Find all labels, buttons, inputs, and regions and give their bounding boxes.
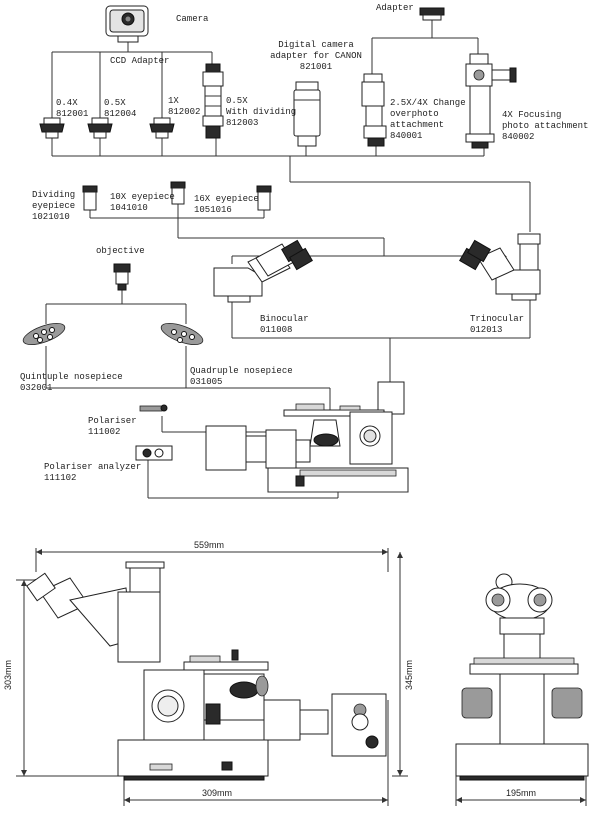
ccd-adapter-05x-icon xyxy=(87,117,113,139)
eyepiece-10x-label: 10X eyepiece 1041010 xyxy=(110,192,175,213)
ccd-adapter-05x-label: 0.5X 812004 xyxy=(104,98,137,119)
focusing-photo-label: 4X Focusing photo attachment 840002 xyxy=(502,110,589,142)
ccd-adapter-04x-label: 0.4X 812001 xyxy=(56,98,89,119)
change-overphoto-label: 2.5X/4X Change overphoto attachment 8400… xyxy=(390,98,466,141)
width-dimension: 195mm xyxy=(506,788,537,798)
polariser-label: Polariser 111002 xyxy=(88,416,137,437)
trinocular-label: Trinocular 012013 xyxy=(470,314,525,335)
trinocular-head-icon xyxy=(459,233,541,301)
microscope-front-view xyxy=(455,573,589,781)
eyepiece-16x-label: 16X eyepiece 1051016 xyxy=(194,194,259,215)
eyepiece-10x-icon xyxy=(170,181,186,205)
focusing-photo-attachment-icon xyxy=(465,53,517,149)
quintuple-nosepiece-label: Quintuple nosepiece 032001 xyxy=(20,372,123,393)
adapter-icon xyxy=(419,7,445,21)
camera-label: Camera xyxy=(176,14,209,24)
objective-label: objective xyxy=(96,246,145,256)
objective-icon xyxy=(113,263,131,291)
base-length-dimension: 309mm xyxy=(202,788,233,798)
camera-icon xyxy=(105,5,149,43)
binocular-label: Binocular 011008 xyxy=(260,314,309,335)
adapter-label: Adapter xyxy=(376,3,414,13)
ccd-adapter-04x-icon xyxy=(39,117,65,139)
quintuple-nosepiece-icon xyxy=(22,322,66,346)
digital-camera-adapter-label: Digital camera adapter for CANON 821001 xyxy=(270,40,362,72)
dimension-lines xyxy=(16,548,587,806)
polariser-analyzer-label: Polariser analyzer 111102 xyxy=(44,462,142,483)
polariser-icon xyxy=(139,404,168,412)
microscope-side-view-upper xyxy=(205,381,409,493)
height-total-dimension: 345mm xyxy=(404,659,414,690)
dividing-eyepiece-label: Dividing eyepiece 1021010 xyxy=(32,190,76,222)
ccd-adapter-dividing-label: 0.5X With dividing 812003 xyxy=(226,96,297,128)
eyepiece-16x-icon xyxy=(256,185,272,211)
height-main-dimension: 303mm xyxy=(3,659,13,690)
ccd-adapter-1x-icon xyxy=(149,117,175,139)
overall-length-dimension: 559mm xyxy=(194,540,225,550)
polariser-analyzer-icon xyxy=(135,445,173,461)
quadruple-nosepiece-icon xyxy=(160,322,204,346)
ccd-adapter-label: CCD Adapter xyxy=(110,56,170,66)
dividing-eyepiece-icon xyxy=(82,185,98,211)
microscope-side-view-lower xyxy=(26,561,387,781)
connector-lines xyxy=(45,20,531,499)
ccd-adapter-1x-label: 1X 812002 xyxy=(168,96,201,117)
ccd-adapter-dividing-icon xyxy=(202,63,224,139)
binocular-head-icon xyxy=(213,239,313,303)
change-overphoto-attachment-icon xyxy=(361,73,387,147)
digital-camera-adapter-icon xyxy=(293,81,321,147)
quadruple-nosepiece-label: Quadruple nosepiece 031005 xyxy=(190,366,293,387)
